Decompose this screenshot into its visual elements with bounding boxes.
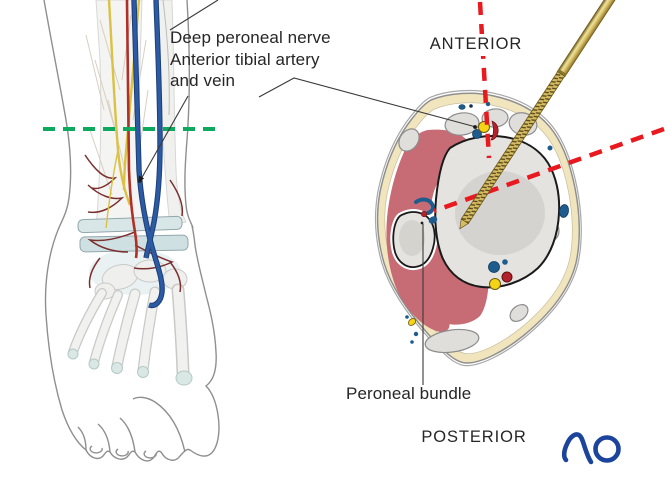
leader-line-to-leg (139, 95, 189, 182)
ao-logo-letter-o (593, 435, 621, 463)
leg-outline (43, 0, 220, 462)
red-axis-lines (433, 1, 665, 214)
ao-logo-letter-a (561, 432, 594, 465)
achilles-tendon (424, 328, 480, 354)
pin (459, 0, 616, 230)
leader-line-top (169, 0, 219, 31)
pin-collar (556, 68, 567, 78)
anterior-bundle-label: Deep peroneal nerve Anterior tibial arte… (170, 28, 331, 90)
leader-lines (139, 0, 477, 385)
leader-line-to-section (258, 77, 477, 128)
red-axis-line-oblique (433, 126, 665, 214)
ankle-cross-section (375, 89, 582, 367)
artery-dots (420, 120, 513, 283)
posterior-orientation-label: POSTERIOR (421, 428, 527, 446)
leg-veins (131, 0, 165, 309)
anterior-orientation-label: ANTERIOR (421, 34, 531, 56)
anterior-tibial-artery-crescent (490, 120, 499, 141)
skin-outer-line (375, 89, 582, 367)
vein-dots (405, 101, 569, 344)
tibia-cross-section (434, 135, 561, 289)
ao-logo (561, 432, 621, 465)
anterior-tibial-artery (125, 0, 138, 259)
red-axis-line-vertical (477, 1, 492, 159)
pin-smooth-shaft (556, 0, 616, 78)
pin-tip (459, 218, 469, 230)
anterior-tibial-vein-dot (472, 129, 482, 139)
anterolateral-muscle (386, 129, 471, 333)
leg-anterior-view (43, 0, 220, 462)
peroneal-vein-arc (414, 197, 435, 215)
leader-dot-section (473, 125, 477, 129)
metatarsal-bones (68, 283, 190, 379)
fibula-cross-section (390, 209, 438, 271)
metatarsal-caps (67, 348, 193, 386)
peroneal-bundle-label: Peroneal bundle (346, 384, 472, 403)
